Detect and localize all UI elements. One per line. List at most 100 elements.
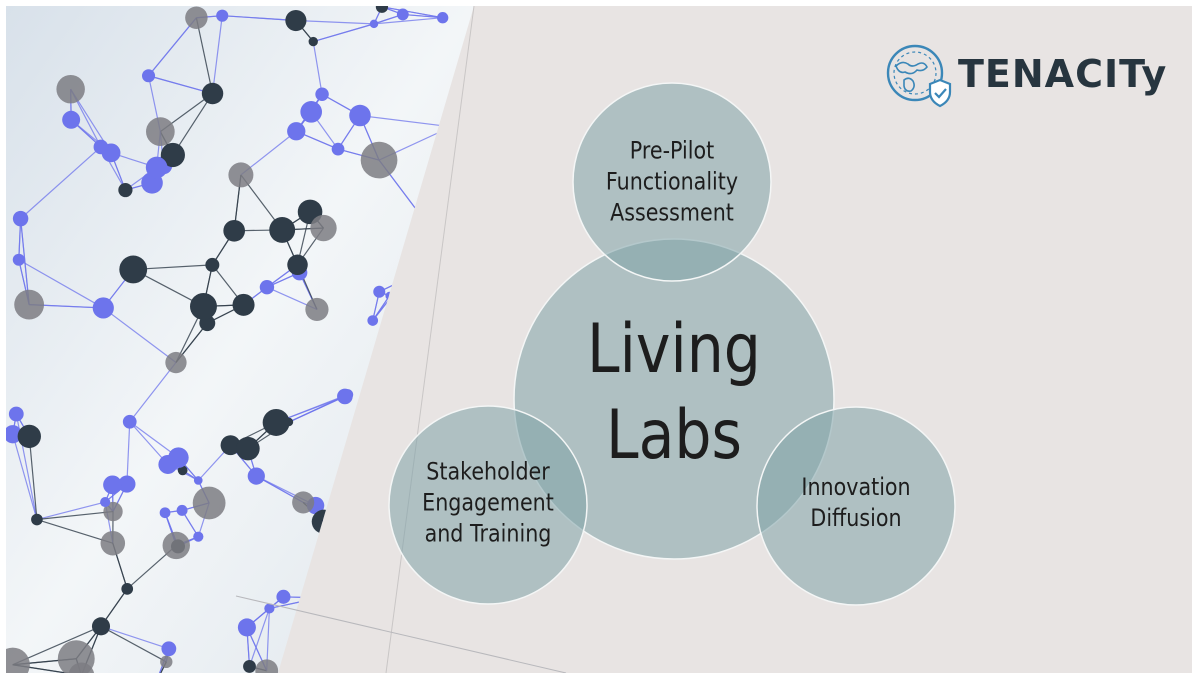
- network-node: [284, 417, 294, 427]
- network-node: [287, 254, 308, 276]
- network-edge: [248, 608, 270, 667]
- network-node: [205, 257, 220, 272]
- network-node: [264, 603, 275, 614]
- circle-innovation: [756, 406, 956, 606]
- network-node: [349, 104, 371, 127]
- network-node: [146, 117, 175, 146]
- network-node: [236, 436, 260, 461]
- network-edge: [312, 41, 323, 95]
- network-node: [8, 406, 24, 422]
- network-edge: [373, 17, 443, 25]
- globe-shield-icon: [886, 44, 952, 108]
- pre-pilot-label: Pre-Pilot Functionality Assessment: [606, 136, 738, 229]
- venn-diagram: [388, 82, 956, 606]
- network-edge: [148, 75, 213, 95]
- network-node: [118, 182, 133, 198]
- network-node: [193, 531, 204, 542]
- network-edge: [20, 146, 102, 220]
- network-edge: [402, 13, 443, 19]
- network-node: [160, 655, 173, 669]
- network-edge: [129, 362, 177, 423]
- tenacity-logo: TENACITy: [882, 40, 1172, 112]
- network-edge: [100, 625, 170, 650]
- network-edge: [295, 19, 375, 25]
- network-node: [119, 255, 148, 284]
- network-edge: [102, 307, 177, 364]
- network-node: [92, 297, 114, 319]
- network-node: [375, 6, 389, 13]
- network-node: [220, 435, 241, 456]
- network-edge: [100, 625, 167, 663]
- stakeholder-label: Stakeholder Engagement and Training: [422, 457, 554, 550]
- center-label-line-1: Living: [587, 310, 761, 389]
- network-edge: [126, 421, 131, 485]
- network-node: [190, 292, 217, 320]
- network-node: [141, 69, 156, 83]
- network-node: [165, 351, 187, 374]
- network-node: [159, 507, 171, 519]
- network-node: [243, 660, 256, 673]
- network-node: [177, 465, 188, 476]
- network-node: [118, 475, 136, 493]
- network-node: [158, 454, 178, 474]
- network-node: [285, 9, 307, 32]
- network-node: [310, 214, 337, 242]
- network-node: [287, 122, 306, 141]
- network-node: [176, 504, 188, 516]
- stakeholder-label-line-2: Engagement: [422, 488, 554, 517]
- network-node: [160, 142, 185, 168]
- innovation-label: Innovation Diffusion: [801, 472, 910, 534]
- network-node: [247, 467, 265, 485]
- network-node: [193, 476, 203, 485]
- network-edge: [12, 434, 38, 520]
- network-edge: [195, 17, 214, 94]
- network-node: [93, 139, 109, 155]
- network-background-image: [6, 6, 567, 673]
- pre-pilot-label-line-2: Functionality: [605, 167, 739, 196]
- network-node: [6, 647, 30, 673]
- network-node: [367, 315, 379, 326]
- network-edge: [211, 15, 223, 94]
- center-label-line-2: Labs: [605, 396, 743, 475]
- circle-stakeholder: [388, 405, 588, 605]
- network-node: [262, 408, 290, 436]
- network-node: [300, 101, 323, 123]
- network-node: [91, 617, 111, 636]
- network-node: [255, 659, 279, 673]
- circle-pre-pilot: [572, 82, 772, 282]
- slide: TENACITy Living Labs Pre-Pilot Functiona…: [6, 6, 1192, 673]
- network-node: [161, 641, 177, 657]
- network-node: [122, 414, 137, 429]
- network-edge: [148, 17, 197, 77]
- network-node: [56, 74, 85, 104]
- network-node: [369, 19, 379, 29]
- network-node: [228, 162, 254, 188]
- innovation-label-line-2: Diffusion: [810, 504, 902, 532]
- network-node: [292, 491, 315, 514]
- network-edge: [359, 114, 452, 128]
- network-node: [121, 583, 134, 595]
- network-node: [14, 289, 45, 320]
- network-node: [360, 141, 398, 179]
- network-node: [12, 210, 29, 227]
- network-node: [276, 589, 291, 604]
- network-node: [12, 253, 25, 266]
- network-node: [192, 486, 226, 520]
- network-node: [396, 8, 409, 21]
- network-edge: [28, 436, 38, 520]
- network-node: [145, 156, 168, 179]
- network-edge: [288, 395, 346, 423]
- network-node: [305, 297, 329, 322]
- network-edge: [36, 510, 114, 521]
- pre-pilot-label-line-1: Pre-Pilot: [629, 136, 715, 165]
- network-edge: [36, 501, 106, 521]
- network-node: [100, 530, 126, 556]
- network-edge: [172, 93, 214, 156]
- network-node: [308, 36, 318, 47]
- network-edge: [129, 421, 169, 465]
- network-node: [31, 513, 43, 526]
- pre-pilot-label-line-3: Assessment: [610, 198, 734, 227]
- logo-text: TENACITy: [958, 52, 1168, 96]
- network-node: [68, 662, 95, 673]
- network-node: [315, 87, 329, 102]
